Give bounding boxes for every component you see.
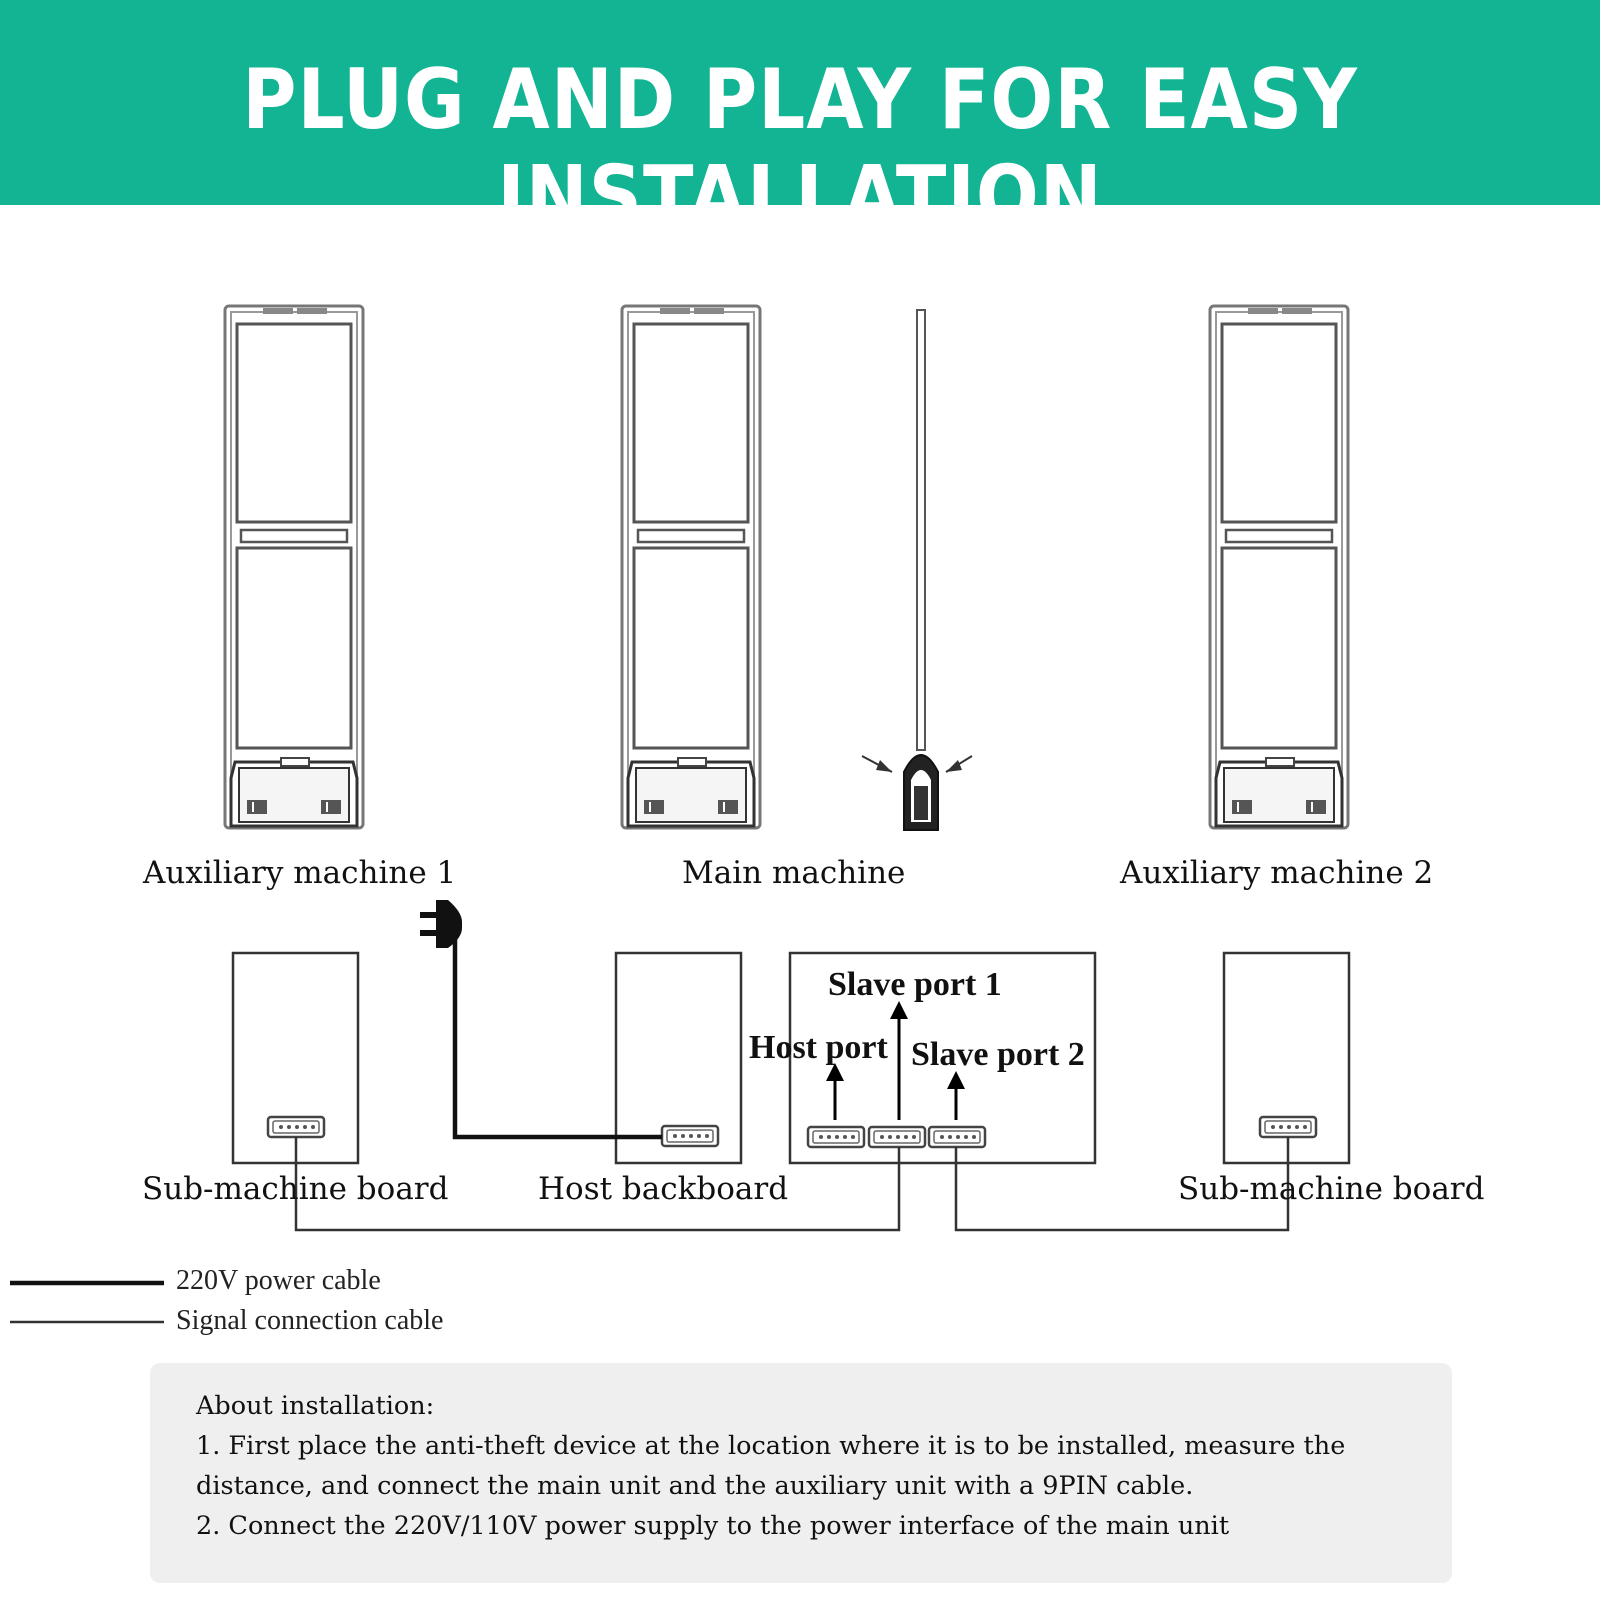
host-backboard-connector — [660, 1124, 720, 1148]
sub-left-connector — [266, 1115, 326, 1139]
installation-diagram — [10, 304, 1351, 1324]
auxiliary-machine-2-label: Auxiliary machine 2 — [1120, 855, 1434, 891]
auxiliary-machine-2-pedestal — [1208, 304, 1350, 830]
sub-machine-board-left-label: Sub-machine board — [142, 1171, 449, 1207]
slave-port-1-connector — [867, 1125, 927, 1149]
slave-port-1-label: Slave port 1 — [828, 966, 1002, 1003]
sub-right-connector — [1258, 1115, 1318, 1139]
host-port-label: Host port — [749, 1029, 888, 1066]
power-cable — [452, 922, 662, 1140]
main-machine-pedestal — [620, 304, 762, 830]
slave-port-2-connector — [927, 1125, 987, 1149]
main-machine-label: Main machine — [682, 855, 906, 891]
signal-cable-left — [294, 1137, 901, 1232]
auxiliary-machine-1-pedestal — [223, 304, 365, 830]
signal-cable-right — [954, 1137, 1290, 1232]
host-port-connector — [806, 1125, 866, 1149]
info-line-3: 2. Connect the 220V/110V power supply to… — [196, 1511, 1230, 1541]
legend-power-label: 220V power cable — [176, 1265, 381, 1296]
info-line-2: distance, and connect the main unit and … — [196, 1471, 1194, 1501]
page-title: PLUG AND PLAY FOR EASY INSTALLATION — [242, 52, 1358, 245]
sub-machine-board-right-label: Sub-machine board — [1178, 1171, 1485, 1207]
installation-info-panel: About installation: 1. First place the a… — [150, 1363, 1452, 1583]
host-backboard-label: Host backboard — [538, 1171, 789, 1207]
info-heading: About installation: — [196, 1391, 435, 1421]
auxiliary-machine-1-label: Auxiliary machine 1 — [143, 855, 457, 891]
legend-signal-label: Signal connection cable — [176, 1305, 444, 1336]
header-banner: PLUG AND PLAY FOR EASY INSTALLATION — [0, 0, 1600, 245]
antenna-pole — [861, 309, 973, 831]
slave-port-2-label: Slave port 2 — [911, 1036, 1085, 1073]
info-line-1: 1. First place the anti-theft device at … — [196, 1431, 1346, 1461]
